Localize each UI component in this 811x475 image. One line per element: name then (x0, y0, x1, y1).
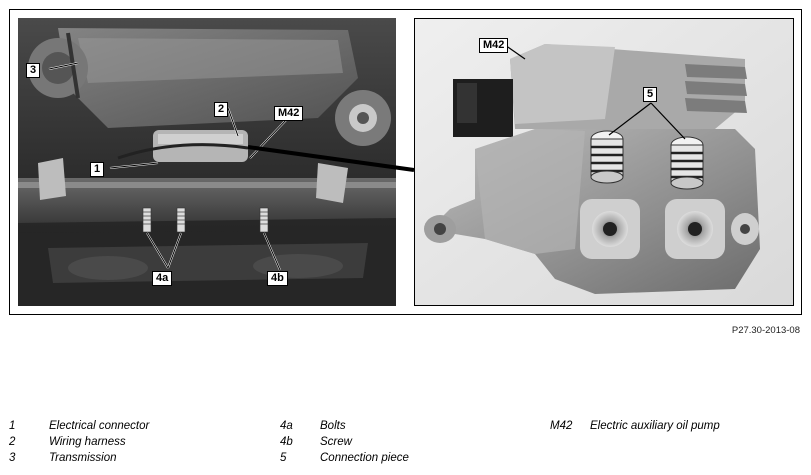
callout-1: 1 (90, 162, 105, 177)
legend-text: Transmission (49, 452, 117, 464)
connection-piece-right (670, 136, 704, 190)
vehicle-underside-drawing (18, 18, 396, 306)
oil-pump-drawing (415, 19, 793, 305)
callout-5: 5 (643, 87, 658, 102)
legend-key: 4b (280, 436, 293, 448)
legend-text: Electric auxiliary oil pump (590, 420, 720, 432)
callout-2: 2 (214, 102, 229, 117)
callout-4b: 4b (267, 271, 288, 286)
legend-key: M42 (550, 420, 573, 432)
legend-key: 3 (9, 452, 16, 464)
legend-key: 1 (9, 420, 16, 432)
legend-text: Wiring harness (49, 436, 126, 448)
screw-4b (259, 207, 269, 233)
legend-key: 5 (280, 452, 287, 464)
legend-text: Bolts (320, 420, 346, 432)
bolt-4a-left (142, 207, 152, 233)
callout-3: 3 (26, 63, 41, 78)
panel-connector-line (247, 145, 415, 172)
figure-frame: 3 2 M42 1 4a 4b (9, 9, 802, 315)
callout-m42-left: M42 (274, 106, 304, 121)
legend-text: Electrical connector (49, 420, 150, 432)
callout-m42-right: M42 (479, 38, 509, 53)
oil-pump-photo: M42 5 (414, 18, 794, 306)
legend-key: 2 (9, 436, 16, 448)
figure-id: P27.30-2013-08 (731, 325, 800, 336)
vehicle-underside-photo: 3 2 M42 1 4a 4b (18, 18, 396, 306)
legend-text: Screw (320, 436, 352, 448)
legend-key: 4a (280, 420, 293, 432)
connection-piece-left (590, 130, 624, 184)
bolt-4a-right (176, 207, 186, 233)
legend-text: Connection piece (320, 452, 409, 464)
callout-4a: 4a (152, 271, 173, 286)
